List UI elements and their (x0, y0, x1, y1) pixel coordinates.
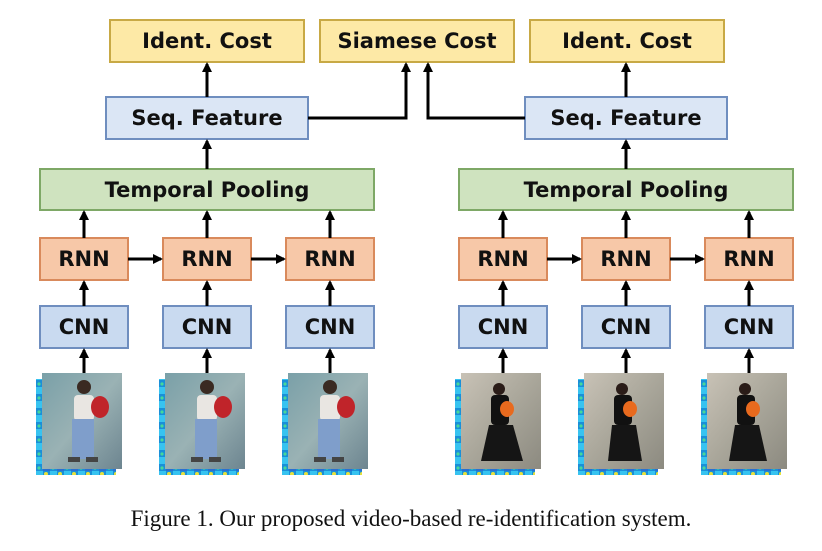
temporal-pooling-left-box: Temporal Pooling (39, 168, 375, 211)
siamese-cost-box: Siamese Cost (319, 19, 515, 63)
rnn-label: RNN (181, 247, 232, 271)
cnn-label: CNN (478, 315, 529, 339)
rnn-box-r2: RNN (581, 237, 671, 281)
rnn-box-r3: RNN (704, 237, 794, 281)
frame-image (159, 373, 245, 475)
ident-cost-left-box: Ident. Cost (109, 19, 305, 63)
cnn-label: CNN (601, 315, 652, 339)
input-frames-left (36, 373, 368, 475)
cnn-label: CNN (724, 315, 775, 339)
ident-cost-left-label: Ident. Cost (142, 29, 272, 53)
rnn-box-l2: RNN (162, 237, 252, 281)
cnn-label: CNN (305, 315, 356, 339)
frame-image (455, 373, 541, 475)
siamese-cost-label: Siamese Cost (337, 29, 496, 53)
seq-feature-left-label: Seq. Feature (131, 106, 282, 130)
frame-image (282, 373, 368, 475)
cnn-box-r1: CNN (458, 305, 548, 349)
temporal-pooling-left-label: Temporal Pooling (105, 178, 310, 202)
ident-cost-right-box: Ident. Cost (529, 19, 725, 63)
cnn-box-l2: CNN (162, 305, 252, 349)
cnn-box-r2: CNN (581, 305, 671, 349)
cnn-box-l1: CNN (39, 305, 129, 349)
cnn-box-r3: CNN (704, 305, 794, 349)
rnn-label: RNN (723, 247, 774, 271)
arrow-siamese-right (423, 62, 525, 120)
arrows (79, 62, 754, 373)
rnn-box-r1: RNN (458, 237, 548, 281)
seq-feature-right-box: Seq. Feature (524, 96, 728, 140)
seq-feature-right-label: Seq. Feature (550, 106, 701, 130)
frame-image (578, 373, 664, 475)
temporal-pooling-right-box: Temporal Pooling (458, 168, 794, 211)
frame-image (701, 373, 787, 475)
rnn-label: RNN (477, 247, 528, 271)
figure-caption: Figure 1. Our proposed video-based re-id… (130, 506, 692, 531)
rnn-label: RNN (304, 247, 355, 271)
cnn-box-l3: CNN (285, 305, 375, 349)
frame-image (36, 373, 122, 475)
arrow-siamese-left (308, 62, 411, 120)
seq-feature-left-box: Seq. Feature (105, 96, 309, 140)
input-frames-right (455, 373, 787, 475)
cnn-label: CNN (182, 315, 233, 339)
rnn-label: RNN (600, 247, 651, 271)
ident-cost-right-label: Ident. Cost (562, 29, 692, 53)
temporal-pooling-right-label: Temporal Pooling (524, 178, 729, 202)
cnn-label: CNN (59, 315, 110, 339)
rnn-box-l3: RNN (285, 237, 375, 281)
rnn-label: RNN (58, 247, 109, 271)
rnn-box-l1: RNN (39, 237, 129, 281)
